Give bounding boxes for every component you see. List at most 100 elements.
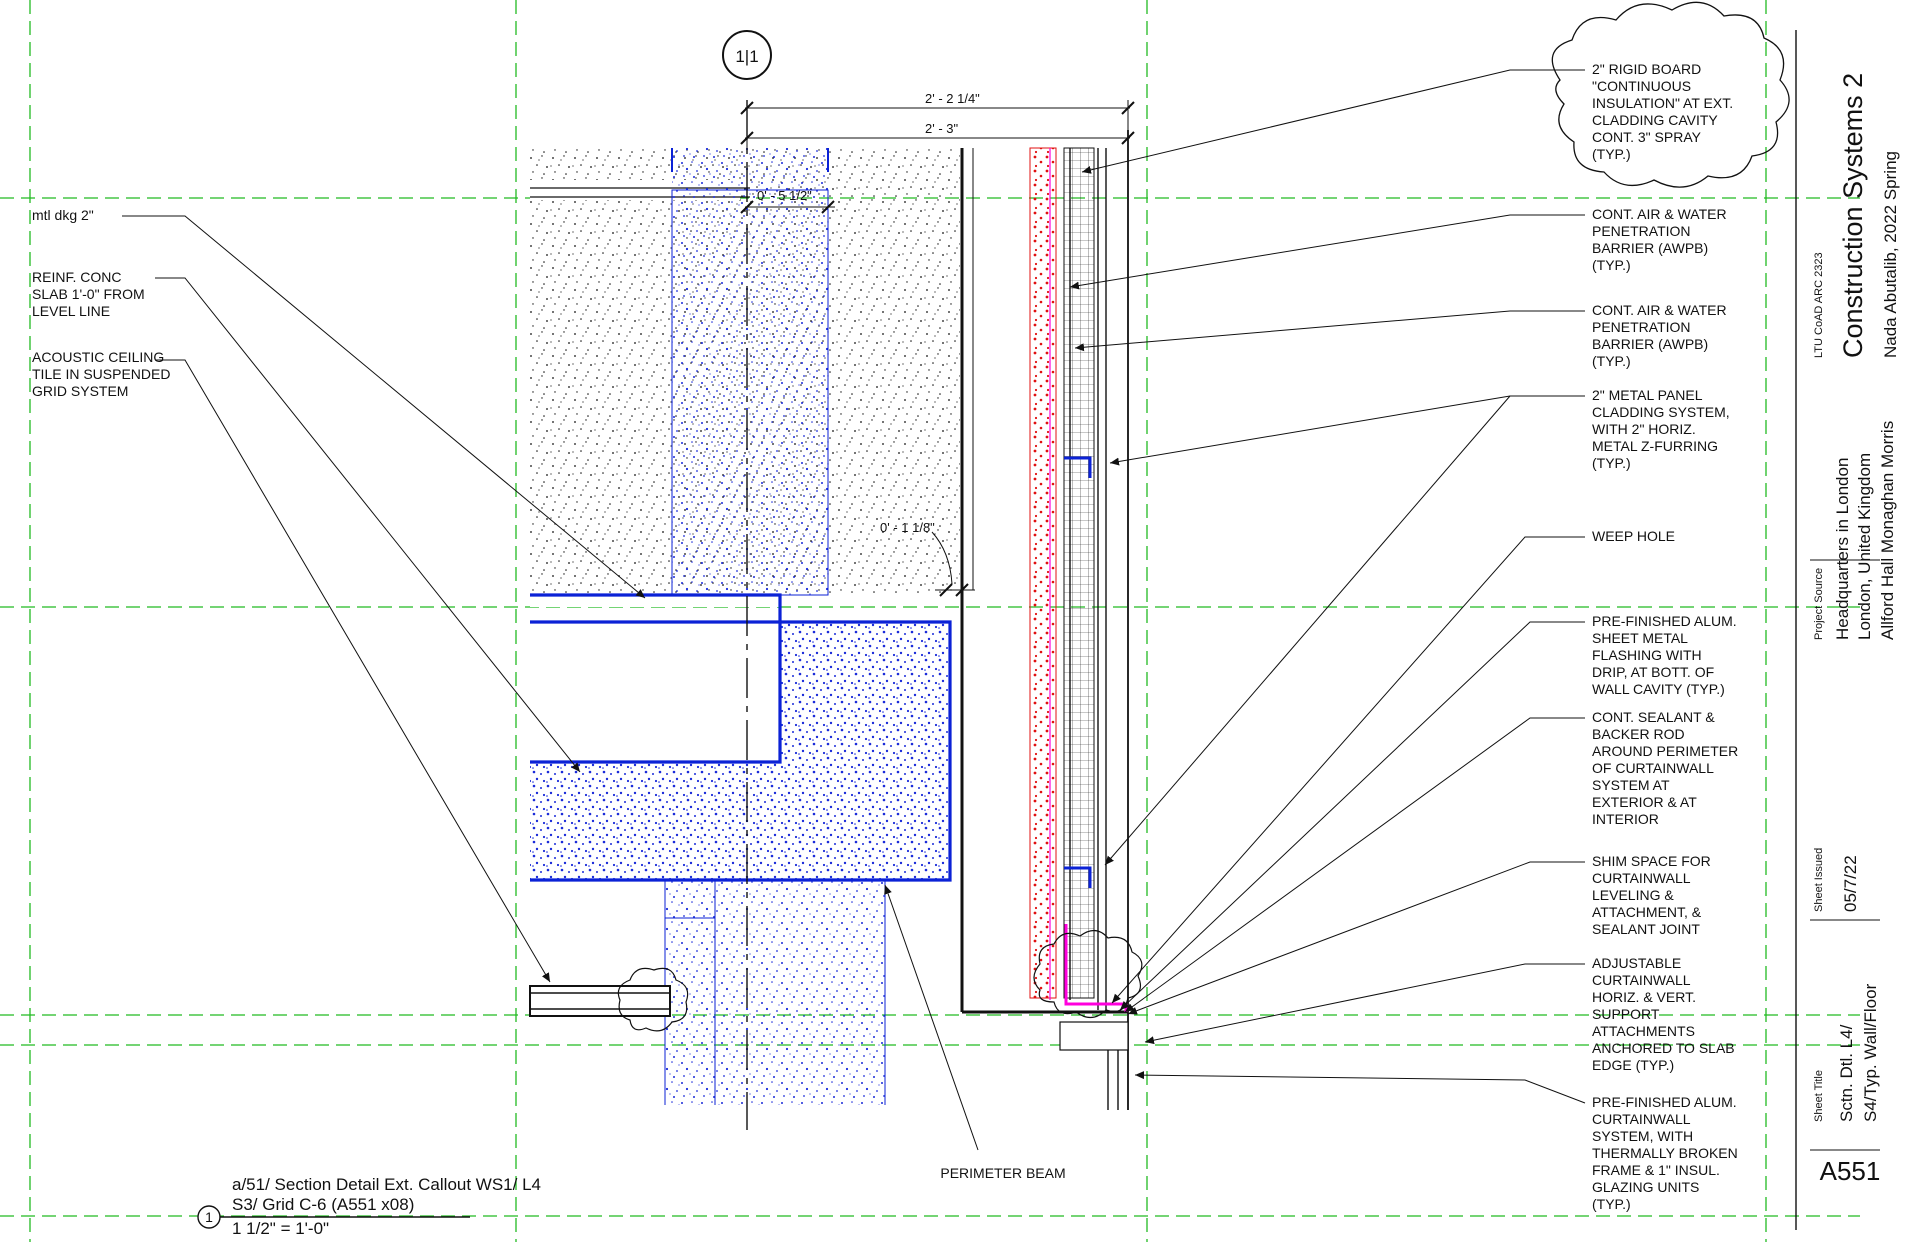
note-line: TILE IN SUSPENDED: [32, 366, 170, 382]
note-line: OF CURTAINWALL: [1592, 760, 1714, 776]
note-line: LEVELING &: [1592, 887, 1674, 903]
note-line: ADJUSTABLE: [1592, 955, 1681, 971]
dim-overall-upper: 2' - 2 1/4": [925, 91, 980, 106]
note-line: (TYP.): [1592, 353, 1631, 369]
note-line: GLAZING UNITS: [1592, 1179, 1699, 1195]
note-line: WALL CAVITY (TYP.): [1592, 681, 1725, 697]
note-line: FRAME & 1" INSUL.: [1592, 1162, 1720, 1178]
view-title-line2: S3/ Grid C-6 (A551 x08): [232, 1195, 414, 1214]
note-line: ATTACHMENT, &: [1592, 904, 1702, 920]
note-line: "CONTINUOUS: [1592, 78, 1691, 94]
sheet-title-2: S4/Typ. Wall/Floor: [1861, 983, 1880, 1122]
note-line: INSULATION" AT EXT.: [1592, 95, 1733, 111]
note-line: ATTACHMENTS: [1592, 1023, 1695, 1039]
project-location: London, United Kingdom: [1855, 453, 1874, 640]
dim-small-offset: 0' - 5 1/2": [757, 188, 812, 203]
note-line: CLADDING CAVITY: [1592, 112, 1718, 128]
note-line: SLAB 1'-0" FROM: [32, 286, 145, 302]
note-line: AROUND PERIMETER: [1592, 743, 1738, 759]
sheet-issued-label: Sheet Issued: [1813, 848, 1825, 912]
note-line: ACOUSTIC CEILING: [32, 349, 164, 365]
left-notes-0: mtl dkg 2": [32, 207, 94, 223]
note-line: SEALANT JOINT: [1592, 921, 1700, 937]
note-line: BARRIER (AWPB): [1592, 240, 1708, 256]
note-line: CURTAINWALL: [1592, 1111, 1691, 1127]
note-line: PRE-FINISHED ALUM.: [1592, 1094, 1737, 1110]
note-line: THERMALLY BROKEN: [1592, 1145, 1738, 1161]
upper-concrete-column: [671, 189, 829, 596]
sheet-number: A551: [1820, 1156, 1881, 1186]
view-number: 1: [205, 1209, 213, 1225]
note-line: EDGE (TYP.): [1592, 1057, 1674, 1073]
revision-cloud: [1551, 1, 1790, 188]
note-line: METAL Z-FURRING: [1592, 438, 1718, 454]
note-line: mtl dkg 2": [32, 207, 94, 223]
project-source-label: Project Source: [1813, 568, 1825, 640]
note-line: LEVEL LINE: [32, 303, 110, 319]
note-line: REINF. CONC: [32, 269, 121, 285]
dim-gap: 0' - 1 1/8": [880, 520, 935, 535]
ceiling-grid: [529, 967, 689, 1032]
note-line: (TYP.): [1592, 257, 1631, 273]
note-line: CURTAINWALL: [1592, 870, 1691, 886]
left-note-leaders: [122, 215, 646, 983]
note-line: INTERIOR: [1592, 811, 1659, 827]
note-line: CONT. AIR & WATER: [1592, 206, 1727, 222]
note-line: (TYP.): [1592, 146, 1631, 162]
sheet-title-label: Sheet Title: [1813, 1070, 1825, 1122]
note-line: ANCHORED TO SLAB: [1592, 1040, 1735, 1056]
note-line: SYSTEM, WITH: [1592, 1128, 1693, 1144]
exterior-wall-assembly: [960, 130, 1143, 1110]
floor-slab: [530, 593, 952, 882]
note-line: CONT. SEALANT &: [1592, 709, 1715, 725]
view-title-line1: a/51/ Section Detail Ext. Callout WS1/ L…: [232, 1175, 541, 1194]
note-line: HORIZ. & VERT.: [1592, 989, 1696, 1005]
note-line: 2" RIGID BOARD: [1592, 61, 1701, 77]
note-line: PENETRATION: [1592, 223, 1691, 239]
view-scale: 1 1/2" = 1'-0": [232, 1219, 329, 1238]
course-code: LTU CoAD ARC 2323: [1813, 252, 1825, 358]
note-line: FLASHING WITH: [1592, 647, 1702, 663]
note-line: SHIM SPACE FOR: [1592, 853, 1711, 869]
perimeter-beam-label: PERIMETER BEAM: [940, 1165, 1065, 1181]
note-line: SHEET METAL: [1592, 630, 1688, 646]
grid-line-bubble: 1|1: [722, 30, 772, 80]
right-note-leaders: [1069, 69, 1586, 1104]
project-architect: Allford Hall Monaghan Morris: [1878, 421, 1897, 640]
note-line: BARRIER (AWPB): [1592, 336, 1708, 352]
svg-text:1|1: 1|1: [735, 47, 758, 66]
note-line: EXTERIOR & AT: [1592, 794, 1697, 810]
note-line: SUPPORT: [1592, 1006, 1660, 1022]
class-name: Construction Systems 2: [1838, 73, 1868, 358]
author-term: Nada Abutalib, 2022 Spring: [1881, 151, 1900, 358]
note-line: CURTAINWALL: [1592, 972, 1691, 988]
note-line: (TYP.): [1592, 1196, 1631, 1212]
dim-overall-lower: 2' - 3": [925, 121, 958, 136]
lower-concrete-column: [665, 880, 885, 1105]
note-line: DRIP, AT BOTT. OF: [1592, 664, 1714, 680]
note-line: WEEP HOLE: [1592, 528, 1675, 544]
note-line: CLADDING SYSTEM,: [1592, 404, 1730, 420]
sheet-issued-date: 05/7/22: [1841, 855, 1860, 912]
dimension-lines: [740, 100, 1135, 597]
note-line: PENETRATION: [1592, 319, 1691, 335]
note-line: 2" METAL PANEL: [1592, 387, 1703, 403]
note-line: WITH 2" HORIZ.: [1592, 421, 1696, 437]
sheet-title-1: Sctn. Dtl. L4/: [1837, 1024, 1856, 1122]
right-notes-4: WEEP HOLE: [1592, 528, 1675, 544]
view-title: 1 a/51/ Section Detail Ext. Callout WS1/…: [197, 1175, 541, 1238]
note-line: CONT. AIR & WATER: [1592, 302, 1727, 318]
